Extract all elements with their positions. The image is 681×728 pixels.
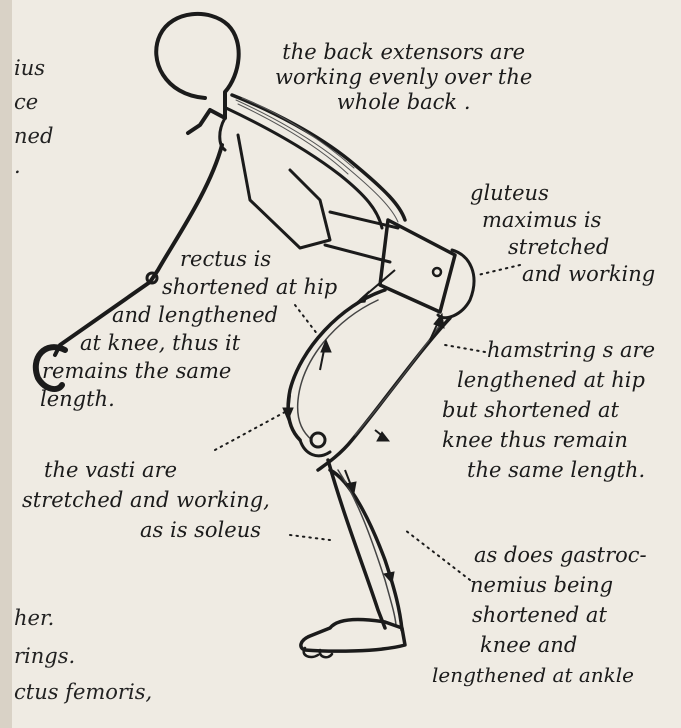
annotation-line: lengthened at ankle <box>432 660 647 690</box>
gluteus-annotation: gluteus maximus is stretched and working <box>470 180 655 288</box>
annotation-line: the back extensors are <box>275 40 532 65</box>
annotation-line: gluteus <box>470 180 655 207</box>
annotation-line: nemius being <box>432 570 647 600</box>
annotation-line: shortened at hip <box>40 273 337 301</box>
hamstrings-annotation: hamstring s are lengthened at hip but sh… <box>442 335 655 485</box>
annotation-line: stretched and working, <box>22 485 270 515</box>
vasti-annotation: the vasti are stretched and working, as … <box>22 455 270 545</box>
annotation-line: and working <box>470 261 655 288</box>
annotation-line: and lengthened <box>40 301 337 329</box>
hip-joint <box>433 268 441 276</box>
annotation-line: at knee, thus it <box>40 329 337 357</box>
annotation-line: but shortened at <box>442 395 655 425</box>
leader-vasti <box>215 412 285 450</box>
fragment-line: ce <box>14 89 53 115</box>
gastrocnemius-muscle-line <box>338 470 396 625</box>
annotation-line: shortened at <box>432 600 647 630</box>
knee-joint <box>311 433 325 447</box>
rectus-annotation: rectus is shortened at hip and lengthene… <box>40 245 337 413</box>
foot-outline <box>301 620 405 652</box>
annotation-line: remains the same <box>40 357 337 385</box>
thigh-back-outline <box>318 318 450 470</box>
fragment-line: . <box>14 153 53 179</box>
annotation-line: as does gastroc- <box>432 540 647 570</box>
fragment-line: ius <box>14 55 53 81</box>
fragment-line: her. <box>14 605 152 631</box>
annotation-line: the same length. <box>442 455 655 485</box>
calf-back-outline <box>330 470 402 630</box>
fragment-line: ctus femoris, <box>14 679 152 705</box>
ribcage-outline <box>238 135 330 248</box>
annotation-line: knee thus remain <box>442 425 655 455</box>
annotation-line: knee and <box>432 630 647 660</box>
annotation-line: rectus is <box>40 245 337 273</box>
back-extensors-annotation: the back extensors are working evenly ov… <box>275 40 532 115</box>
annotation-line: the vasti are <box>22 455 270 485</box>
annotation-line: stretched <box>470 234 655 261</box>
shin-front-outline <box>328 460 385 628</box>
annotation-line: working evenly over the <box>275 65 532 90</box>
margin-fragment-bottom: her. rings. ctus femoris, <box>14 605 152 705</box>
annotation-line: whole back . <box>275 90 532 115</box>
annotation-line: maximus is <box>470 207 655 234</box>
gastrocnemius-annotation: as does gastroc- nemius being shortened … <box>432 540 647 690</box>
annotation-line: length. <box>40 385 337 413</box>
annotation-line: lengthened at hip <box>442 365 655 395</box>
fragment-line: rings. <box>14 643 152 669</box>
hip-flexor-arrowhead <box>356 292 368 303</box>
annotation-line: hamstring s are <box>442 335 655 365</box>
leader-soleus <box>290 535 330 540</box>
gluteus-outline <box>438 250 474 318</box>
annotation-line: as is soleus <box>22 515 270 545</box>
fragment-line: ned <box>14 123 53 149</box>
head-outline <box>156 14 238 133</box>
pelvis-outline <box>380 220 455 312</box>
margin-fragment-top: ius ce ned . <box>14 55 53 179</box>
